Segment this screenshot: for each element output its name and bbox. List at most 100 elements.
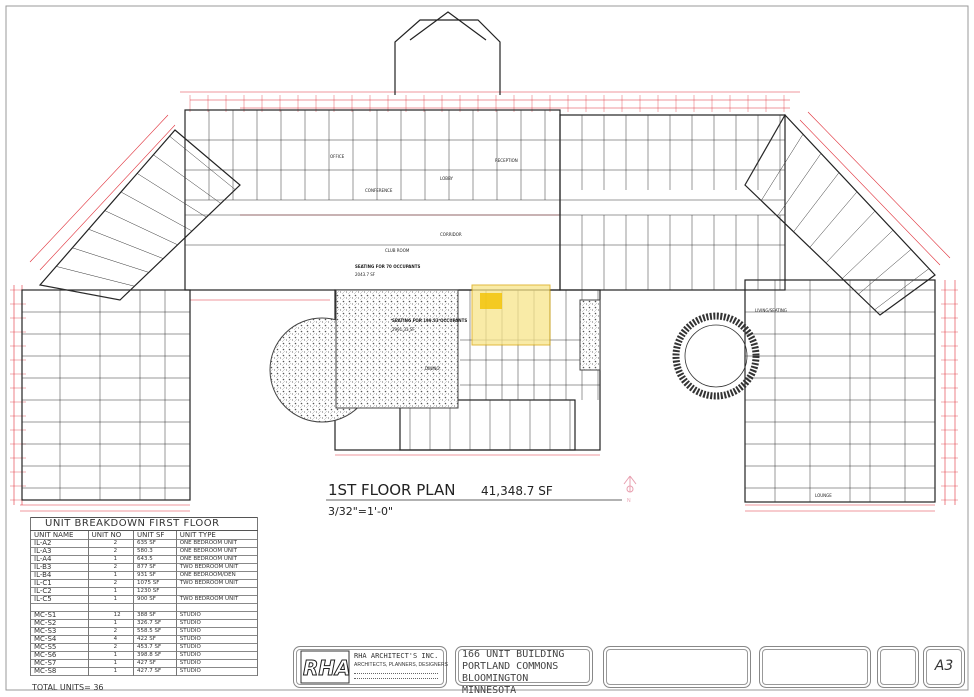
- partition: [825, 210, 876, 264]
- unit-name-cell: IL-B3: [30, 563, 89, 572]
- unit-type-cell: STUDIO: [175, 635, 259, 644]
- unit-no-cell: 4: [87, 635, 135, 644]
- label-seating-70: SEATING FOR 70 OCCUPANTS: [355, 264, 420, 269]
- unit-sf-cell: 427 SF: [133, 659, 177, 668]
- room-partitions: [22, 110, 935, 502]
- unit-sf-cell: 422 SF: [133, 635, 177, 644]
- unit-type-cell: [175, 603, 259, 612]
- firm-panel: RHA RHA ARCHITECT'S INC. ARCHITECTS, PLA…: [293, 646, 448, 688]
- unit-name-cell: MC-S6: [30, 651, 89, 660]
- entry-roof: [409, 11, 487, 41]
- unit-sf-cell: 580.3: [133, 547, 177, 556]
- unit-no-cell: 1: [87, 651, 135, 660]
- label-lounge: LOUNGE: [815, 493, 832, 498]
- unit-name-cell: IL-C5: [30, 595, 89, 604]
- unit-breakdown-table: UNIT BREAKDOWN FIRST FLOOR UNIT NAME UNI…: [30, 517, 259, 676]
- project-line-1: 166 UNIT BUILDING: [462, 649, 565, 660]
- unit-no-cell: 2: [87, 579, 135, 588]
- unit-no-cell: 1: [87, 667, 135, 676]
- col-unit-name: UNIT NAME: [30, 530, 89, 540]
- building-outline: [21, 11, 936, 503]
- unit-name-cell: IL-A3: [30, 547, 89, 556]
- unit-sf-cell: 558.5 SF: [133, 627, 177, 636]
- entry-tower: [394, 19, 501, 95]
- unit-name-cell: IL-C1: [30, 579, 89, 588]
- unit-type-cell: ONE BEDROOM UNIT: [175, 539, 259, 548]
- unit-sf-cell: 398.8 SF: [133, 651, 177, 660]
- unit-sf-cell: 326.7 SF: [133, 619, 177, 628]
- drawing-title-panel: [759, 646, 871, 688]
- unit-type-cell: STUDIO: [175, 619, 259, 628]
- project-line-2: PORTLAND COMMONS: [462, 661, 559, 672]
- unit-name-cell: MC-S5: [30, 643, 89, 652]
- firm-contact-line: [354, 673, 438, 675]
- label-seating-70-area: 2043.7 SF: [355, 272, 376, 277]
- unit-name-cell: MC-S8: [30, 667, 89, 676]
- partition: [744, 114, 786, 186]
- unit-type-cell: STUDIO: [175, 611, 259, 620]
- label-corridor: CORRIDOR: [440, 232, 462, 237]
- front-porch: [399, 399, 576, 451]
- unit-name-cell: MC-S4: [30, 635, 89, 644]
- label-lobby: LOBBY: [440, 176, 454, 181]
- unit-type-cell: TWO BEDROOM UNIT: [175, 563, 259, 572]
- partition: [56, 266, 135, 287]
- dimension-line-diagonal: [29, 111, 951, 271]
- unit-sf-cell: 931 SF: [133, 571, 177, 580]
- label-office: OFFICE: [330, 154, 345, 159]
- unit-name-cell: IL-A2: [30, 539, 89, 548]
- unit-sf-cell: 877 SF: [133, 563, 177, 572]
- table-row: [30, 603, 259, 612]
- unit-no-cell: 12: [87, 611, 135, 620]
- dimension-lines: [10, 91, 958, 512]
- partition: [842, 230, 894, 279]
- north-arrow-icon: [623, 475, 637, 493]
- patio-paving: [335, 289, 459, 409]
- sheet-border: [5, 5, 969, 691]
- firm-logo: RHA: [300, 650, 350, 684]
- col-unit-type: UNIT TYPE: [175, 530, 259, 540]
- svg-text:RHA: RHA: [303, 656, 350, 680]
- partition: [793, 172, 840, 232]
- partition: [88, 228, 164, 259]
- unit-name-cell: MC-S7: [30, 659, 89, 668]
- unit-name-cell: [30, 603, 89, 612]
- partition: [874, 268, 930, 310]
- firm-name: RHA ARCHITECT'S INC.: [354, 652, 439, 660]
- label-dining: DINING: [425, 366, 440, 371]
- gazebo-ring: [672, 312, 760, 400]
- unit-name-cell: MC-S1: [30, 611, 89, 620]
- project-panel: 166 UNIT BUILDING PORTLAND COMMONS BLOOM…: [455, 646, 593, 696]
- unit-no-cell: [87, 603, 135, 612]
- unit-sf-cell: 643.5: [133, 555, 177, 564]
- unit-no-cell: 2: [87, 547, 135, 556]
- unit-name-cell: IL-A4: [30, 555, 89, 564]
- unit-no-cell: 1: [87, 659, 135, 668]
- unit-type-cell: STUDIO: [175, 659, 259, 668]
- unit-no-cell: 1: [87, 595, 135, 604]
- unit-no-cell: 1: [87, 555, 135, 564]
- unit-sf-cell: 1075 SF: [133, 579, 177, 588]
- firm-contact-line: [354, 678, 438, 680]
- unit-name-cell: MC-S3: [30, 627, 89, 636]
- partition: [39, 284, 121, 301]
- label-seating-199: SEATING FOR 199.33 OCCUPANTS: [392, 318, 467, 323]
- unit-type-cell: [175, 587, 259, 596]
- kitchen-equipment: [480, 293, 502, 309]
- partition: [153, 154, 221, 204]
- partition: [169, 136, 236, 190]
- col-unit-no: UNIT NO: [87, 530, 135, 540]
- east-block-south: [744, 279, 936, 503]
- unit-type-cell: STUDIO: [175, 667, 259, 676]
- unit-sf-cell: 453.7 SF: [133, 643, 177, 652]
- unit-no-cell: 2: [87, 539, 135, 548]
